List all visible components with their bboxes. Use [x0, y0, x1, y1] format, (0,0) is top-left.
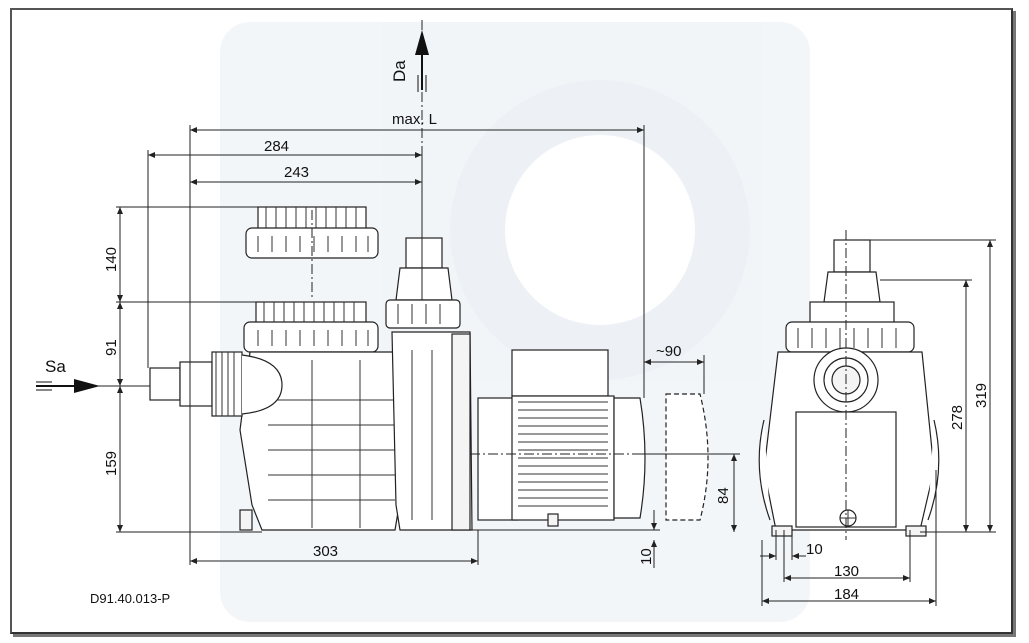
inlet-arrow-icon: [36, 379, 100, 393]
drawing-code: D91.40.013-P: [90, 591, 170, 606]
dim-284: 284: [264, 138, 289, 155]
dim-84: 84: [715, 487, 732, 504]
dim-10-front: 10: [806, 541, 823, 558]
dim-max-l: max. L: [392, 111, 437, 128]
inlet-label: Sa: [45, 357, 66, 376]
dim-303: 303: [313, 543, 338, 560]
dimension-lines: [40, 20, 996, 606]
dim-159: 159: [103, 451, 120, 476]
dim-184: 184: [834, 586, 859, 603]
dim-140: 140: [103, 247, 120, 272]
dim-319: 319: [973, 383, 990, 408]
dim-130: 130: [834, 563, 859, 580]
dim-90: ~90: [656, 343, 681, 360]
outlet-label: Da: [390, 60, 409, 82]
outlet-arrow-icon: [415, 30, 429, 92]
pump-front-view: [758, 239, 940, 537]
dim-91: 91: [103, 339, 120, 356]
dim-10-side: 10: [638, 548, 655, 565]
dim-278: 278: [949, 405, 966, 430]
dim-243: 243: [284, 164, 309, 181]
